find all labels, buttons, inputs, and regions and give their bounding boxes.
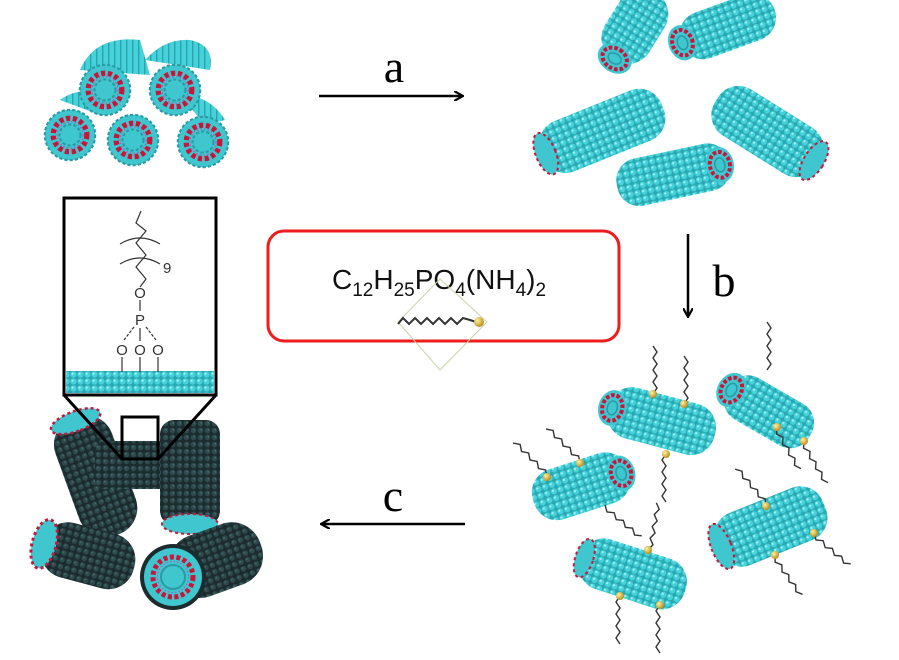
atom-surface-oxygen-3: O <box>152 342 164 359</box>
step-c: c <box>322 470 465 524</box>
molecule-frame <box>397 278 488 371</box>
dispersed-tube-4 <box>711 85 830 182</box>
step-b: b <box>688 234 736 316</box>
inset-molecule-structure <box>119 210 161 372</box>
bundle-tube-end-2 <box>150 65 200 115</box>
atom-ether-oxygen: O <box>134 285 146 302</box>
bundled-nanotubes <box>45 39 228 167</box>
repeat-subscript: 9 <box>163 260 171 277</box>
zoom-line-left <box>62 393 124 461</box>
inset-surface <box>66 371 214 393</box>
dispersed-tube-1 <box>590 0 669 82</box>
zoom-line-right <box>156 393 218 461</box>
step-a: a <box>319 41 462 96</box>
atom-surface-oxygen-2: O <box>134 342 146 359</box>
grafted-nanotubes <box>512 321 852 654</box>
grafted-tube-1 <box>592 384 716 456</box>
bundle-tube-end-1 <box>80 65 130 115</box>
formula-box-border <box>266 229 621 343</box>
step-b-label: b <box>713 255 736 306</box>
atom-surface-oxygen-1: O <box>116 342 128 359</box>
coated-tube-4 <box>29 518 136 590</box>
bundle-tube-end-4 <box>108 115 158 165</box>
grafted-tube-2 <box>708 365 815 449</box>
step-c-label: c <box>383 470 403 521</box>
dispersed-nanotubes <box>532 0 830 207</box>
dispersed-tube-3 <box>532 88 666 176</box>
reagent-formula-box: C12H25PO4(NH4)2 <box>266 229 621 371</box>
zoom-inset: 9 O P O O O <box>62 196 218 461</box>
zoom-source-box <box>120 415 160 461</box>
grafted-tube-3 <box>531 449 642 521</box>
coated-tube-5-end <box>140 544 206 610</box>
grafted-tube-5 <box>707 486 828 571</box>
dispersed-tube-5 <box>616 142 740 207</box>
alkyl-phosphate-molecule-icon <box>397 316 484 327</box>
bundle-tube-end-5 <box>178 117 228 167</box>
dispersed-tube-2 <box>661 0 777 67</box>
coated-nanotubes <box>29 407 264 610</box>
atom-phosphorus: P <box>135 312 145 329</box>
grafted-tube-4 <box>572 537 687 610</box>
bundle-tube-end-3 <box>45 110 95 160</box>
reagent-formula: C12H25PO4(NH4)2 <box>332 264 546 301</box>
step-a-label: a <box>384 41 404 92</box>
coated-tube-3 <box>160 420 220 535</box>
